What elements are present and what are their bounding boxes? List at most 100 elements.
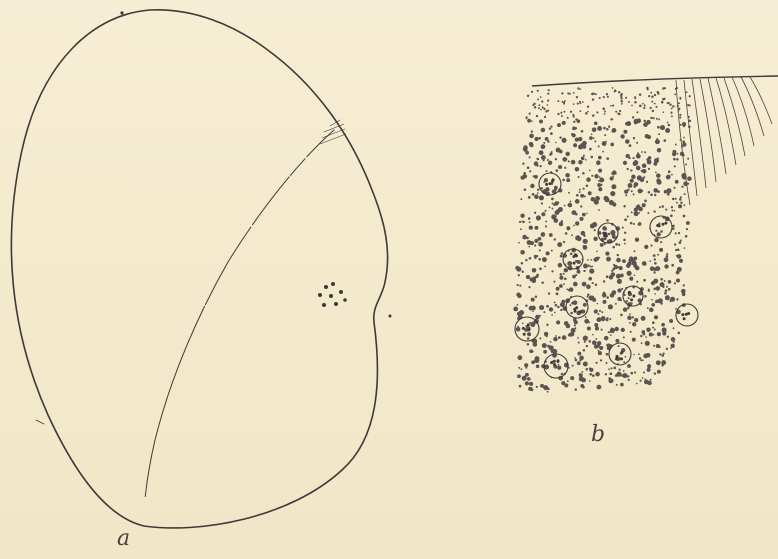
stipple-dot [583,349,586,352]
stipple-dot [543,311,545,313]
stipple-dot [595,362,597,364]
stipple-dot [534,194,539,199]
stipple-dot [583,362,588,367]
stipple-dot [546,324,548,326]
stipple-dot [590,259,592,261]
stipple-dot [648,191,651,194]
stipple-dot [556,287,560,291]
stipple-dot [606,128,609,131]
stipple-dot [519,385,522,388]
stipple-dot [541,212,545,216]
stipple-dot [682,140,685,143]
stipple-dot [560,112,562,114]
stipple-dot [547,99,549,101]
stipple-dot [644,245,648,249]
stipple-dot [565,173,570,178]
stipple-dot [664,292,667,295]
nucleolus-dot [557,359,560,362]
stipple-dot [561,252,564,255]
stipple-dot [520,250,525,255]
stipple-dot [641,190,643,192]
stipple-dot [595,257,599,261]
stipple-dot [602,226,607,231]
stipple-dot [555,169,558,172]
stipple-dot [589,136,593,140]
stipple-dot [538,258,541,261]
stipple-dot [674,93,676,95]
stipple-dot [647,212,649,214]
stipple-dot [667,193,670,196]
stipple-dot [560,273,563,276]
stipple-dot [679,116,681,118]
nucleolus-dot [602,232,605,235]
stipple-dot [608,368,610,370]
stipple-dot [519,285,521,287]
stipple-dot [580,102,582,104]
stipple-dot [586,177,591,182]
stipple-dot [687,158,689,160]
stipple-dot [592,282,594,284]
stipple-dot [610,176,614,180]
stipple-dot [651,95,653,97]
stipple-dot [566,324,571,329]
stipple-dot [626,300,628,302]
stipple-dot [634,274,636,276]
stipple-dot [615,172,617,174]
stipple-dot [675,198,677,200]
stipple-dot [573,103,575,105]
stipple-dot [567,380,569,382]
nucleolus-dot [549,182,552,185]
stipple-dot [634,250,636,252]
stipple-dot [537,98,539,100]
stipple-dot [551,250,553,252]
stipple-dot [550,126,552,128]
stipple-dot [544,116,546,118]
stipple-dot [683,284,685,286]
stipple-dot [594,200,599,205]
stipple-dot [520,214,524,218]
stipple-dot [586,284,591,289]
stipple-dot [644,379,646,381]
stipple-dot [671,337,676,342]
stipple-dot [570,304,572,306]
stipple-dot [563,273,565,275]
stipple-dot [534,137,538,141]
stipple-dot [611,184,616,189]
stipple-dot [647,364,651,368]
stipple-dot [579,217,583,221]
stipple-dot [651,299,653,301]
stipple-dot [633,137,635,139]
stipple-dot [615,303,617,305]
stipple-dot [580,194,584,198]
stipple-dot [563,101,565,103]
stipple-dot [606,319,609,322]
stipple-dot [660,302,662,304]
stipple-dot [608,233,611,236]
stipple-dot [531,306,536,311]
nucleolus-dot [603,234,606,237]
stipple-dot [582,213,586,217]
stipple-dot [667,177,669,179]
stipple-dot [548,161,552,165]
stipple-dot [558,263,563,268]
stipple-dot [587,296,589,298]
stipple-dot [539,337,541,339]
stipple-dot [675,308,677,310]
stipple-dot [632,261,637,266]
stipple-dot [590,266,592,268]
stipple-dot [636,207,638,209]
stipple-dot [517,284,519,286]
stipple-dot [684,247,686,249]
stipple-dot [550,152,553,155]
ovoid-outline [11,10,387,528]
stipple-dot [534,106,537,109]
stipple-dot [575,127,577,129]
stipple-dot [596,111,598,113]
stipple-dot [606,257,611,262]
stipple-dot [523,174,527,178]
stipple-dot [551,270,553,272]
stipple-dot [576,194,579,197]
stipple-dot [680,239,682,241]
stipple-dot [538,107,540,109]
stipple-dot [536,115,538,117]
